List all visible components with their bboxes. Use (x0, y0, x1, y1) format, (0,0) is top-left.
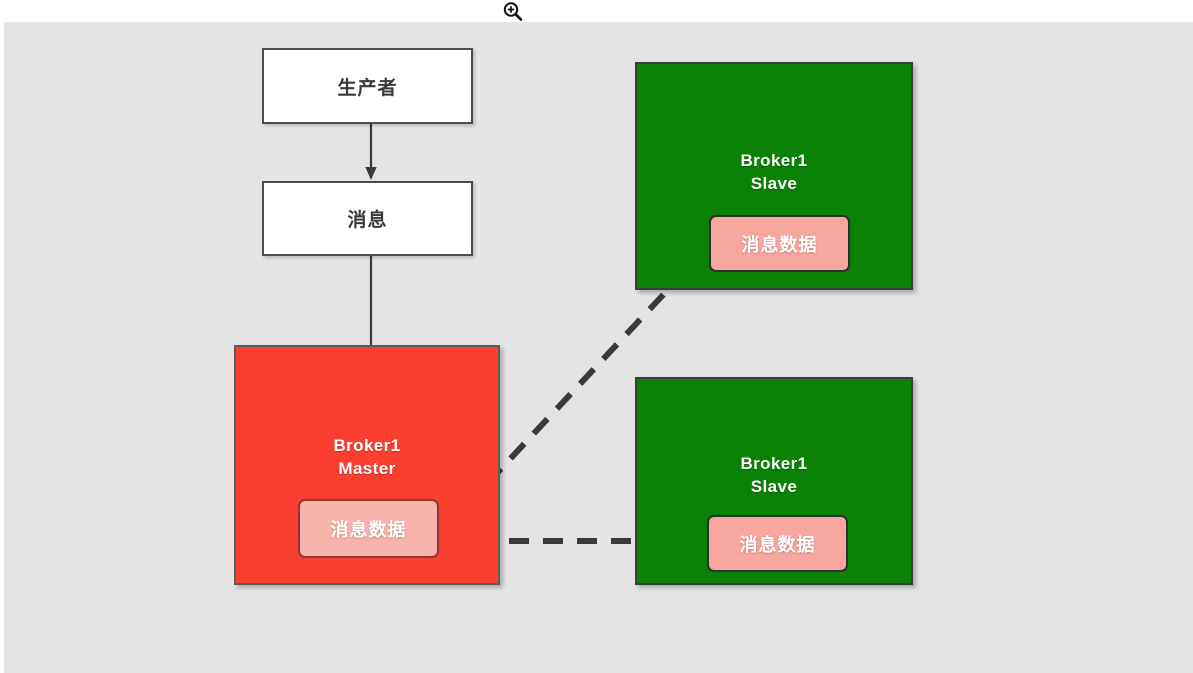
broker1-slave-top-title-line1: Broker1 (740, 151, 808, 170)
broker1-master-title-line1: Broker1 (333, 436, 401, 455)
broker1-master-message-data-chip[interactable]: 消息数据 (298, 499, 439, 558)
zoom-in-magnifier-icon (501, 0, 525, 24)
broker1-slave-top-title-line2: Slave (750, 173, 798, 193)
broker1-master-title: Broker1 Master (236, 435, 498, 481)
node-message[interactable]: 消息 (262, 181, 473, 256)
node-message-label: 消息 (347, 210, 388, 231)
broker1-slave-top-message-data-chip[interactable]: 消息数据 (709, 215, 850, 272)
diagram-canvas: 生产者 消息 Broker1 Master 消息数据 Broker1 Slave… (4, 22, 1193, 673)
node-broker1-slave-top[interactable]: Broker1 Slave 消息数据 (635, 62, 913, 290)
broker1-master-title-line2: Master (338, 458, 396, 478)
broker1-slave-bottom-title: Broker1 Slave (637, 453, 911, 499)
broker1-slave-bottom-message-data-label: 消息数据 (739, 534, 816, 555)
broker1-slave-bottom-message-data-chip[interactable]: 消息数据 (707, 515, 848, 572)
node-broker1-master[interactable]: Broker1 Master 消息数据 (234, 345, 500, 585)
broker1-slave-top-message-data-label: 消息数据 (741, 234, 818, 255)
broker1-slave-top-title: Broker1 Slave (637, 150, 911, 196)
connector-layer (365, 124, 711, 556)
broker1-slave-bottom-title-line2: Slave (750, 476, 798, 496)
node-broker1-slave-bottom[interactable]: Broker1 Slave 消息数据 (635, 377, 913, 585)
node-producer-label: 生产者 (337, 77, 398, 99)
broker1-slave-bottom-title-line1: Broker1 (740, 454, 808, 473)
broker1-master-message-data-label: 消息数据 (330, 519, 407, 540)
node-producer[interactable]: 生产者 (262, 48, 473, 124)
